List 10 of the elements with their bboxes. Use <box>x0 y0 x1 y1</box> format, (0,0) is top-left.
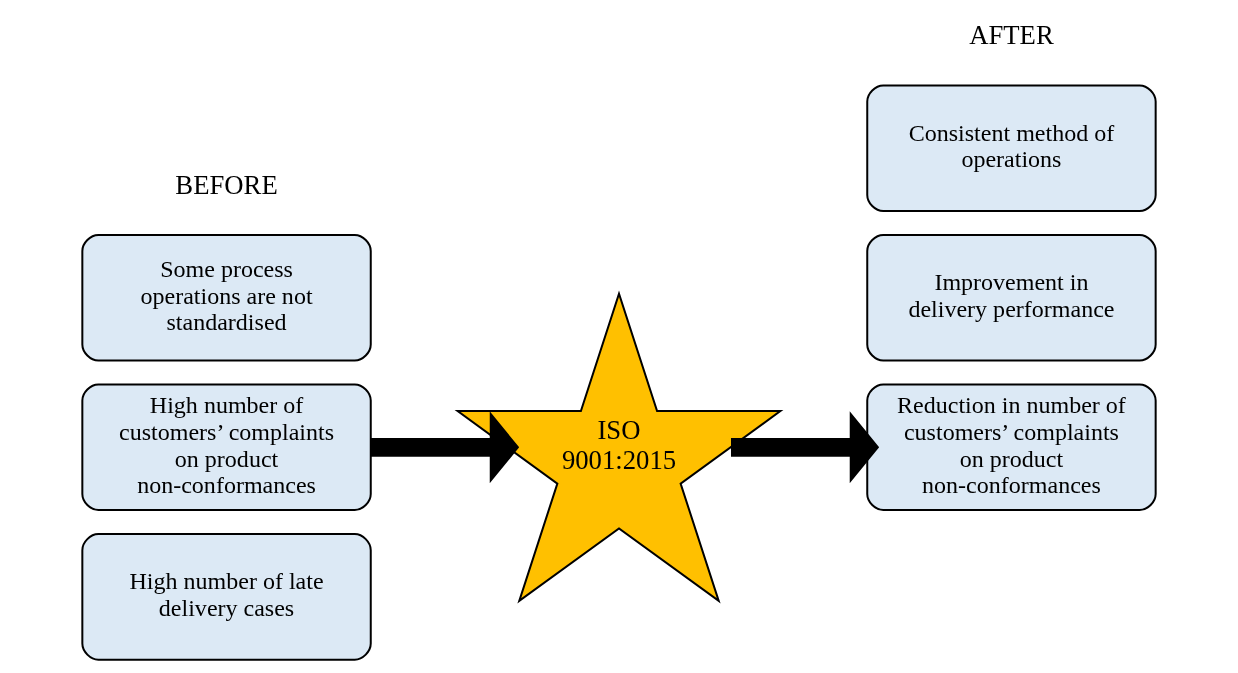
node-box: Improvement in delivery performance <box>866 234 1157 362</box>
node-box: High number of customers’ complaints on product non-conformances <box>81 383 372 512</box>
node-box: Some process operations are not standardised <box>81 234 372 362</box>
node-box: High number of late delivery cases <box>81 533 372 661</box>
node-box: Reduction in number of customers’ complaints on product non-conformances <box>866 383 1157 512</box>
node-box: Consistent method of operations <box>866 84 1157 212</box>
label: BEFORE <box>175 169 278 200</box>
label: AFTER <box>969 20 1054 51</box>
arrow <box>370 411 520 484</box>
arrow <box>731 411 880 484</box>
